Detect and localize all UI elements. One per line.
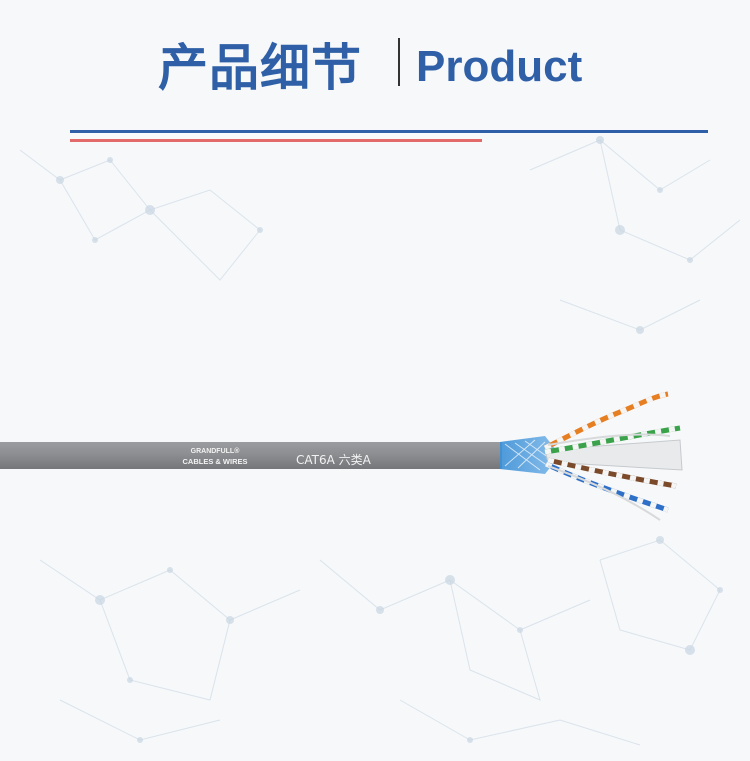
rip-cord (547, 465, 661, 521)
cable-illustration (0, 391, 683, 521)
cable-jacket (0, 442, 502, 469)
brand-name: GRANDFULL® (190, 448, 240, 455)
header-underline-blue (70, 130, 708, 133)
cable-model-print: CAT6A 六类A (296, 453, 371, 467)
cable-brand-print: GRANDFULL® CABLES & WIRES (176, 447, 254, 467)
title-divider (398, 38, 400, 86)
header-underline-red (70, 139, 482, 142)
page-title-english: Product (416, 42, 583, 91)
brand-tagline: CABLES & WIRES (182, 457, 248, 466)
page-title-chinese: 产品细节 (158, 39, 362, 97)
